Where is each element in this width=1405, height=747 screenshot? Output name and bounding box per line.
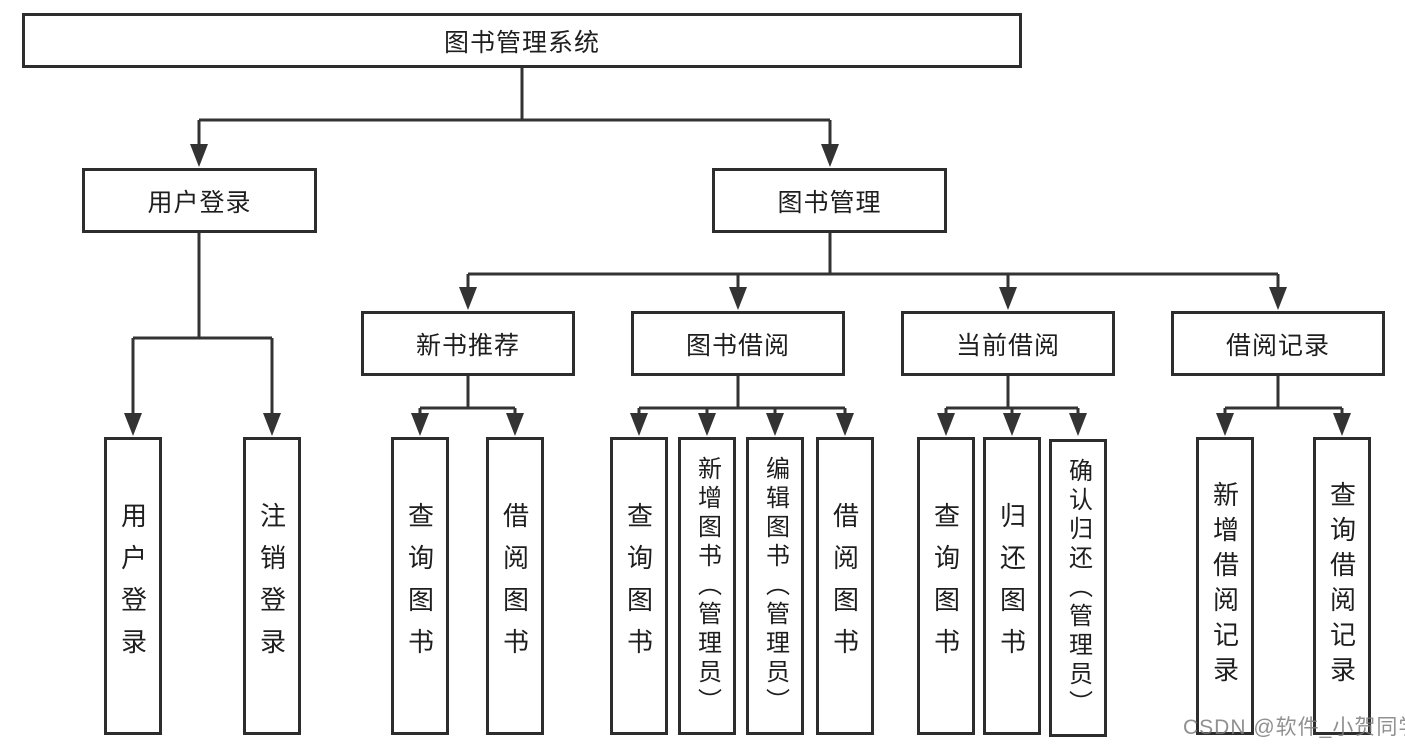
connector-book-mgmt-split [466, 233, 1280, 294]
arrowhead [698, 413, 716, 436]
node-leaf-edit-book-admin: 编辑图书（管理员） [746, 437, 804, 735]
node-leaf-add-book-admin: 新增图书（管理员） [678, 437, 736, 735]
node-book-management: 图书管理 [712, 168, 947, 233]
node-current-borrowing: 当前借阅 [901, 311, 1115, 376]
node-leaf-user-login: 用户登录 [104, 437, 162, 735]
arrowhead [729, 287, 747, 310]
arrowhead [124, 413, 142, 436]
node-leaf-logout: 注销登录 [243, 437, 301, 735]
arrowhead [766, 413, 784, 436]
node-leaf-confirm-return-admin: 确认归还（管理员） [1049, 439, 1107, 737]
node-borrowing-records: 借阅记录 [1171, 311, 1385, 376]
node-leaf-query-books-current: 查询图书 [917, 437, 975, 735]
arrowhead [1269, 287, 1287, 310]
arrowhead [1069, 413, 1087, 436]
node-root-label: 图书管理系统 [443, 28, 600, 57]
node-leaf-borrow-books-recommend: 借阅图书 [486, 437, 544, 735]
node-book-borrowing: 图书借阅 [631, 311, 845, 376]
arrowhead [190, 144, 208, 167]
node-leaf-query-books-borrow: 查询图书 [610, 437, 668, 735]
arrowhead [630, 413, 648, 436]
node-leaf-add-borrow-record: 新增借阅记录 [1196, 437, 1254, 735]
arrowhead [1216, 413, 1234, 436]
connector-new-book-split [418, 376, 517, 420]
arrowhead [999, 287, 1017, 310]
arrowhead [459, 287, 477, 310]
arrowhead [1003, 413, 1021, 436]
node-leaf-query-books-recommend: 查询图书 [391, 437, 449, 735]
csdn-watermark: CSDN @软件_小贺同学 [1183, 716, 1405, 739]
arrowhead [836, 413, 854, 436]
node-root: 图书管理系统 [22, 13, 1022, 68]
node-new-book-recommend-label: 新书推荐 [415, 331, 520, 360]
node-user-login-label: 用户登录 [147, 188, 252, 217]
arrowhead [506, 413, 524, 436]
arrowhead [411, 413, 429, 436]
connector-root-to-level2 [197, 68, 832, 150]
connector-user-login-split [131, 233, 274, 420]
node-book-borrowing-label: 图书借阅 [685, 331, 790, 360]
arrowhead [1333, 413, 1351, 436]
node-leaf-borrow-books: 借阅图书 [816, 437, 874, 735]
connector-borrow-record-split [1223, 376, 1344, 420]
node-new-book-recommend: 新书推荐 [361, 311, 575, 376]
arrowhead [937, 413, 955, 436]
node-current-borrowing-label: 当前借阅 [955, 331, 1060, 360]
arrowhead [821, 144, 839, 167]
node-leaf-return-book: 归还图书 [983, 437, 1041, 735]
connector-book-borrow-split [637, 376, 847, 420]
node-book-management-label: 图书管理 [777, 188, 882, 217]
node-user-login: 用户登录 [82, 168, 317, 233]
arrowhead [263, 413, 281, 436]
arrowheads [124, 144, 1351, 436]
node-borrowing-records-label: 借阅记录 [1225, 331, 1330, 360]
node-leaf-query-borrow-record: 查询借阅记录 [1313, 437, 1371, 735]
